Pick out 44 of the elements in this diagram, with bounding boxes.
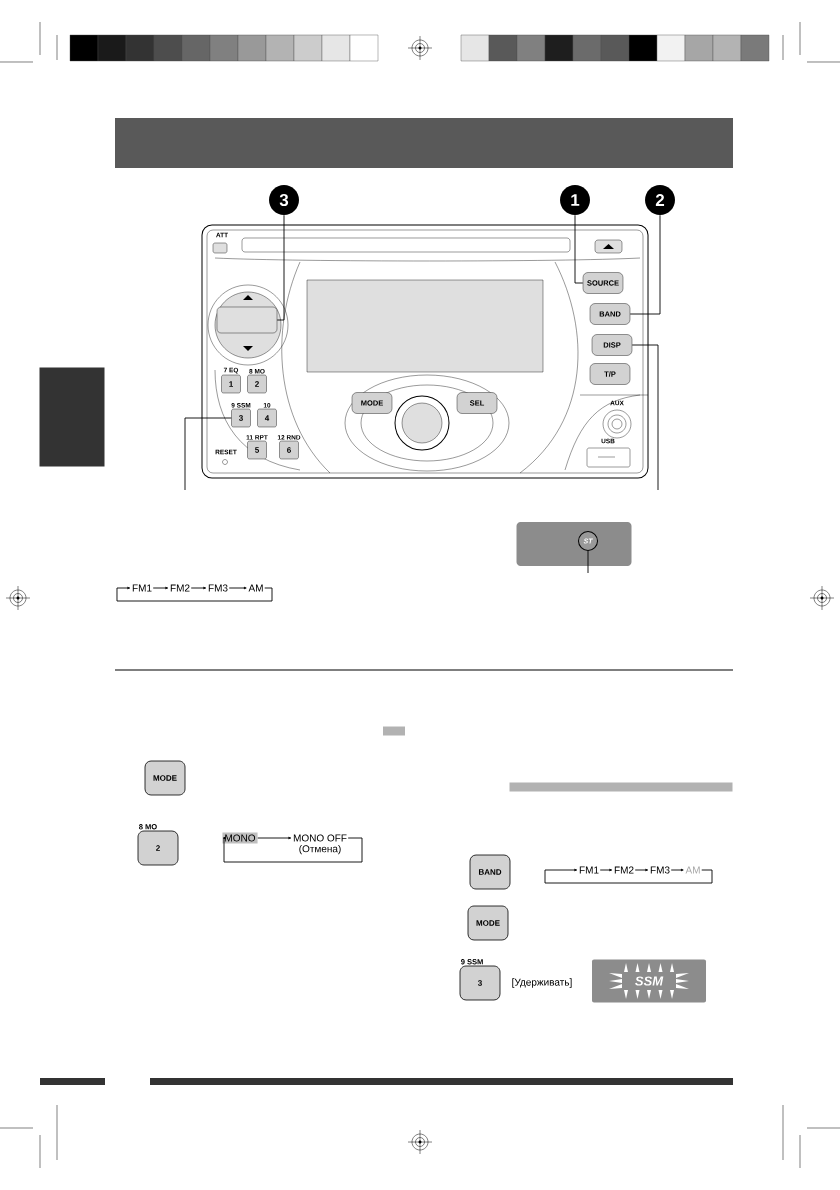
arrow <box>544 868 713 884</box>
side-tab <box>39 367 105 467</box>
mode-text: AM <box>685 866 700 874</box>
arrow <box>257 836 292 840</box>
number-button: 3 <box>231 408 251 428</box>
arrow <box>116 586 273 602</box>
callout-number: 1 <box>560 185 590 215</box>
mode-note: (Отмена) <box>299 844 341 855</box>
display-panel <box>516 522 632 566</box>
mode-text: FM3 <box>650 866 670 874</box>
mode-text: FM1 <box>579 866 599 874</box>
number-button: 5 <box>247 440 267 460</box>
arrow <box>634 868 649 872</box>
heading-band <box>115 118 733 168</box>
arrow <box>670 868 684 872</box>
arrow <box>599 868 613 872</box>
mode-text: MONO OFF <box>293 834 347 842</box>
number-button: 4 <box>257 408 277 428</box>
callout-number: 3 <box>269 185 299 215</box>
leader-line <box>587 550 589 574</box>
ssm-display: SSM <box>592 959 706 1003</box>
number-button: 1 <box>221 374 241 394</box>
leader-line <box>631 344 659 491</box>
arrow <box>190 586 207 590</box>
number-button: 6 <box>279 440 299 460</box>
arrow <box>222 836 363 863</box>
leader-line <box>574 214 584 284</box>
arrow <box>228 586 247 590</box>
highlighted-mode-text: MONO <box>222 832 258 844</box>
mode-text: FM2 <box>170 584 190 592</box>
mode-text: AM <box>248 584 263 592</box>
leader-line <box>276 214 285 321</box>
number-button: 2 <box>247 374 267 394</box>
marker-square <box>383 726 405 736</box>
mode-text: FM3 <box>208 584 228 592</box>
leader-line <box>184 417 232 491</box>
arrow <box>152 586 169 590</box>
subheading-bar <box>509 782 733 792</box>
instruction-text: [Удерживать] <box>512 978 572 988</box>
callout-number: 2 <box>645 185 675 215</box>
leader-line <box>629 214 661 315</box>
rocker-button <box>216 306 278 334</box>
mode-text: FM1 <box>132 584 152 592</box>
mode-text: FM2 <box>614 866 634 874</box>
